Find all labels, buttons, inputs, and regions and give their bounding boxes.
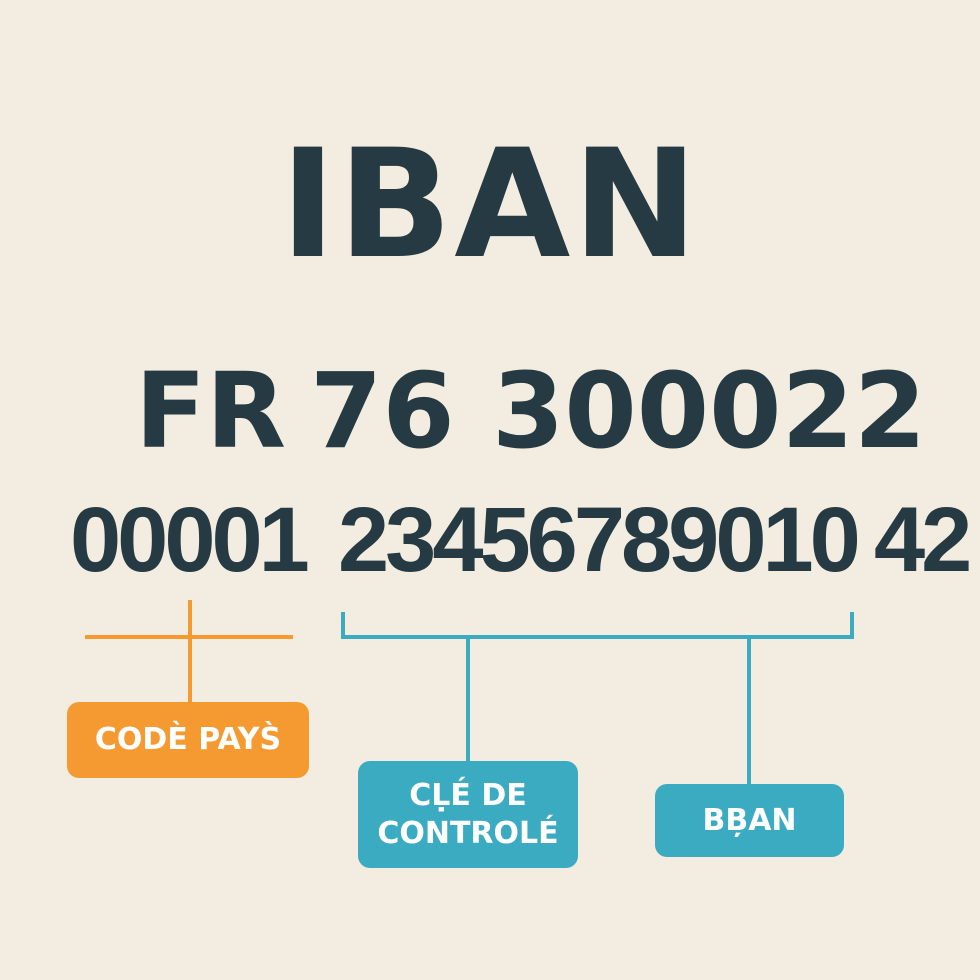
title: IBAN	[280, 118, 700, 292]
check-key-label: CḶÉ DE CONTROLÉ	[358, 761, 578, 868]
bban-text: BB̦AN	[702, 802, 797, 838]
bban-label: BB̦AN	[655, 784, 844, 857]
iban-bank-code: 300022	[492, 350, 927, 472]
country-code-text: CODÈ PAYS̀	[94, 722, 282, 758]
iban-check-digits: 76	[310, 350, 455, 472]
iban-branch-code: 00001	[70, 489, 310, 591]
iban-country-code: FR	[135, 350, 287, 472]
bban-bracket	[341, 612, 854, 785]
check-key-text-line2: CONTROLÉ	[377, 815, 559, 851]
check-key-text-line1: CḶÉ DE	[409, 778, 527, 813]
iban-rib-key: 42	[874, 489, 972, 591]
iban-account-number: 23456789010	[338, 489, 861, 591]
country-code-connector	[85, 600, 293, 703]
country-code-label: CODÈ PAYS̀	[67, 702, 309, 778]
